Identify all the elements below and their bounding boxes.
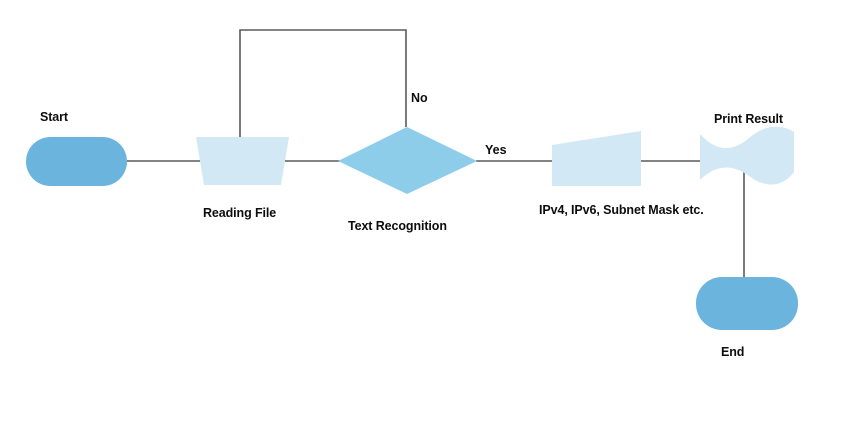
- node-shape-reading-file[interactable]: [196, 137, 289, 185]
- node-shape-text-recognition[interactable]: [338, 127, 477, 194]
- node-shape-layer: [26, 126, 798, 330]
- node-label-ip-data: IPv4, IPv6, Subnet Mask etc.: [539, 203, 704, 217]
- node-label-end: End: [721, 345, 745, 359]
- node-shape-start[interactable]: [26, 137, 127, 186]
- node-label-start: Start: [40, 110, 68, 124]
- edge-decision-no-loop: [239, 29, 407, 137]
- node-label-reading-file: Reading File: [203, 206, 277, 220]
- edge-label-no: No: [411, 91, 428, 105]
- edge-label-yes: Yes: [485, 143, 507, 157]
- connector-layer: [126, 29, 745, 278]
- node-shape-end[interactable]: [696, 277, 798, 330]
- node-label-print-result: Print Result: [714, 112, 783, 126]
- node-shape-ip-data[interactable]: [552, 131, 641, 186]
- node-label-text-recognition: Text Recognition: [348, 219, 447, 233]
- node-shape-print-result[interactable]: [700, 126, 794, 185]
